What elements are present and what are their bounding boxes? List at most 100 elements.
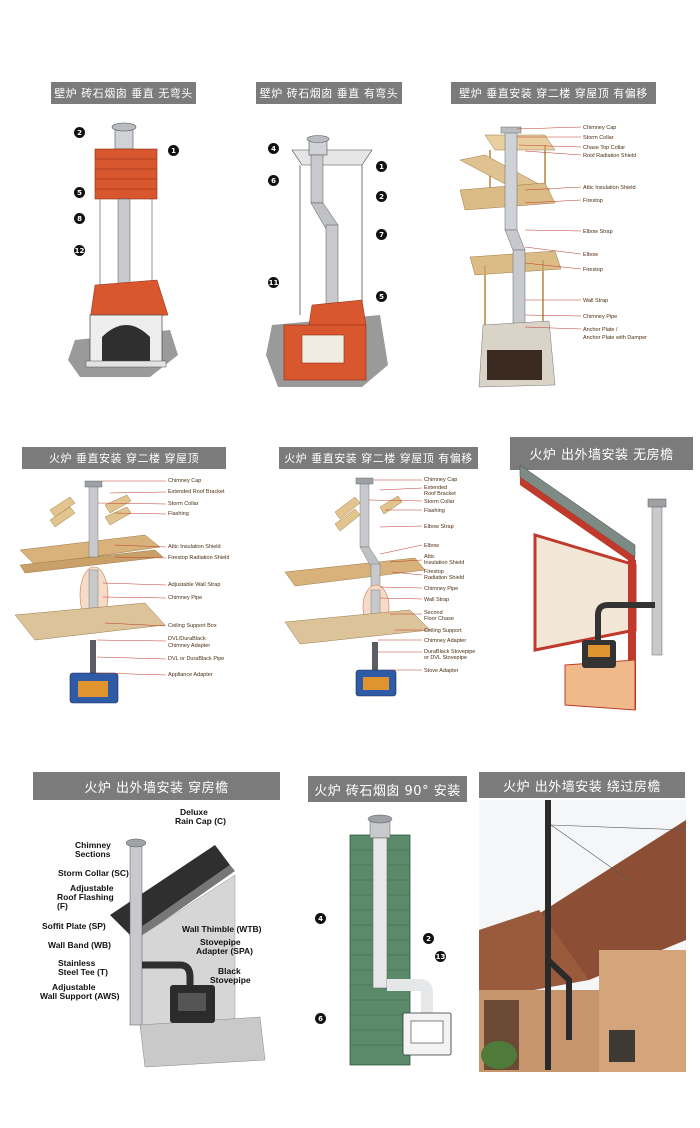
- label-attic-insulation-shield: Attic Insulation Shield: [168, 544, 221, 550]
- label-chase-top-collar: Chase Top Collar: [583, 145, 626, 151]
- stove-wall-through-eave-diagram: [110, 838, 266, 1068]
- panel-9-photo: [479, 800, 686, 1072]
- label-wall-band: Wall Band (WB): [48, 940, 111, 950]
- label-anchor-plate: Anchor Plate /: [583, 327, 618, 333]
- label-deluxe: Deluxe: [180, 807, 208, 817]
- label-wall-thimble: Wall Thimble (WTB): [182, 924, 262, 934]
- label-storm-collar: Storm Collar: [583, 135, 614, 141]
- label-wall-strap: Wall Strap: [424, 597, 450, 603]
- label-dvl-durablack-pipe: DVL or DuraBlack Pipe: [168, 656, 225, 662]
- label-chimney-cap: Chimney Cap: [583, 125, 617, 131]
- label-black: Black: [218, 966, 241, 976]
- label-flashing: Flashing: [168, 511, 189, 517]
- label-extended: Extended: [424, 485, 448, 491]
- label-firestop-radiation-shield: Firestop Radiation Shield: [168, 555, 230, 561]
- callout-4: 4: [315, 913, 326, 924]
- panel-2-diagram: 4 1 6 2 7 11 5: [262, 125, 392, 400]
- panel-4-diagram: Chimney Cap Extended Roof Bracket Storm …: [15, 475, 240, 710]
- label-chimney-pipe: Chimney Pipe: [168, 595, 203, 601]
- label-attic: Attic: [424, 554, 435, 560]
- stove-vertical-diagram: [15, 480, 166, 704]
- label-adjustable: Adjustable: [70, 883, 114, 893]
- stove-bypass-eave-photo: [479, 800, 686, 1072]
- callout-1: 1: [376, 161, 387, 172]
- label-sections: Sections: [75, 849, 111, 859]
- label-dvl-durablack: DVL/DuraBlack: [168, 636, 206, 642]
- panel-5-title: 火炉 垂直安装 穿二楼 穿屋顶 有偏移: [279, 447, 478, 469]
- label-dvl-stovepipe: or DVL Stovepipe: [424, 655, 467, 661]
- label-appliance-adapter: Appliance Adapter: [168, 672, 213, 678]
- panel-9-title: 火炉 出外墙安装 绕过房檐: [479, 772, 685, 798]
- panel-7-diagram: Deluxe Rain Cap (C) Chimney Sections Sto…: [30, 805, 280, 1070]
- callout-6: 6: [268, 175, 279, 186]
- callout-11: 11: [268, 277, 279, 288]
- label-adapter: Adapter (SPA): [196, 946, 253, 956]
- callout-8: 8: [74, 213, 85, 224]
- label-black-stovepipe: Stovepipe: [210, 975, 251, 985]
- label-insulation-shield: Insulation Shield: [424, 560, 465, 566]
- label-roof-bracket: Roof Bracket: [424, 491, 456, 497]
- label-chimney-cap: Chimney Cap: [168, 478, 202, 484]
- label-firestop: Firestop: [424, 569, 444, 575]
- label-storm-collar: Storm Collar: [424, 499, 455, 505]
- label-attic-insulation-shield: Attic Insulation Shield: [583, 185, 636, 191]
- panel-1-diagram: 2 1 5 8 12: [60, 115, 180, 395]
- label-elbow-strap: Elbow Strap: [424, 524, 454, 530]
- stove-offset-diagram: [284, 477, 431, 697]
- label-storm-collar: Storm Collar (SC): [58, 868, 129, 878]
- label-storm-collar: Storm Collar: [168, 501, 199, 507]
- label-second: Second: [424, 610, 443, 616]
- panel-4-leader-lines: [96, 480, 167, 676]
- label-wall-support: Wall Support (AWS): [40, 991, 120, 1001]
- callout-7: 7: [376, 229, 387, 240]
- callout-1: 1: [168, 145, 179, 156]
- label-elbow: Elbow: [424, 543, 439, 549]
- callout-2: 2: [74, 127, 85, 138]
- label-soffit-plate: Soffit Plate (SP): [42, 921, 106, 931]
- label-stove-adapter: Stove Adapter: [424, 668, 459, 674]
- panel-5-diagram: Chimney Cap Extended Roof Bracket Storm …: [280, 472, 500, 707]
- panel-4-title: 火炉 垂直安装 穿二楼 穿屋顶: [22, 447, 226, 469]
- label-f: (F): [57, 901, 68, 911]
- label-floor-chase: Floor Chase: [424, 616, 454, 622]
- stove-masonry-90-diagram: [349, 814, 452, 1066]
- label-chimney: Chimney: [75, 840, 111, 850]
- callout-4: 4: [268, 143, 279, 154]
- label-roof-radiation-shield: Roof Radiation Shield: [583, 153, 637, 159]
- label-chimney-pipe: Chimney Pipe: [424, 586, 459, 592]
- callout-5: 5: [74, 187, 85, 198]
- label-wall-strap: Wall Strap: [583, 298, 609, 304]
- label-roof-flashing: Roof Flashing: [57, 892, 114, 902]
- label-elbow-strap: Elbow Strap: [583, 229, 613, 235]
- panel-3-leader-lines: [516, 126, 582, 330]
- label-steel-tee: Steel Tee (T): [58, 967, 108, 977]
- label-flashing: Flashing: [424, 508, 445, 514]
- callout-6: 6: [315, 1013, 326, 1024]
- label-stovepipe: Stovepipe: [200, 937, 241, 947]
- panel-8-title: 火炉 砖石烟囱 90° 安装: [308, 776, 467, 802]
- label-ceiling-support-box: Ceiling Support Box: [168, 623, 217, 629]
- label-chimney-adapter: Chimney Adapter: [168, 643, 211, 649]
- panel-6-title: 火炉 出外墙安装 无房檐: [510, 437, 693, 470]
- label-anchor-plate-damper: Anchor Plate with Damper: [583, 335, 647, 341]
- label-chimney-pipe: Chimney Pipe: [583, 314, 618, 320]
- panel-6-diagram: [510, 455, 700, 715]
- callout-13: 13: [435, 951, 446, 962]
- fireplace-masonry-elbow-diagram: [266, 135, 388, 387]
- panel-7-title: 火炉 出外墙安装 穿房檐: [33, 772, 280, 800]
- panel-3-title: 壁炉 垂直安装 穿二楼 穿屋顶 有偏移: [451, 82, 656, 104]
- callout-2: 2: [423, 933, 434, 944]
- panel-3-diagram: Chimney Cap Storm Collar Chase Top Colla…: [455, 115, 695, 400]
- label-chimney-adapter: Chimney Adapter: [424, 638, 467, 644]
- label-rain-cap: Rain Cap (C): [175, 816, 226, 826]
- panel-2-title: 壁炉 砖石烟囱 垂直 有弯头: [256, 82, 402, 104]
- label-elbow: Elbow: [583, 252, 598, 258]
- panel-1-title: 壁炉 砖石烟囱 垂直 无弯头: [51, 82, 196, 104]
- label-durablack-stovepipe: DuraBlack Stovepipe: [424, 649, 476, 655]
- label-ceiling-support: Ceiling Support: [424, 628, 462, 634]
- callout-12: 12: [74, 245, 85, 256]
- panel-8-diagram: 4 2 13 6: [305, 805, 475, 1070]
- label-stainless: Stainless: [58, 958, 96, 968]
- panel-5-leader-lines: [368, 479, 423, 671]
- label-chimney-cap: Chimney Cap: [424, 477, 458, 483]
